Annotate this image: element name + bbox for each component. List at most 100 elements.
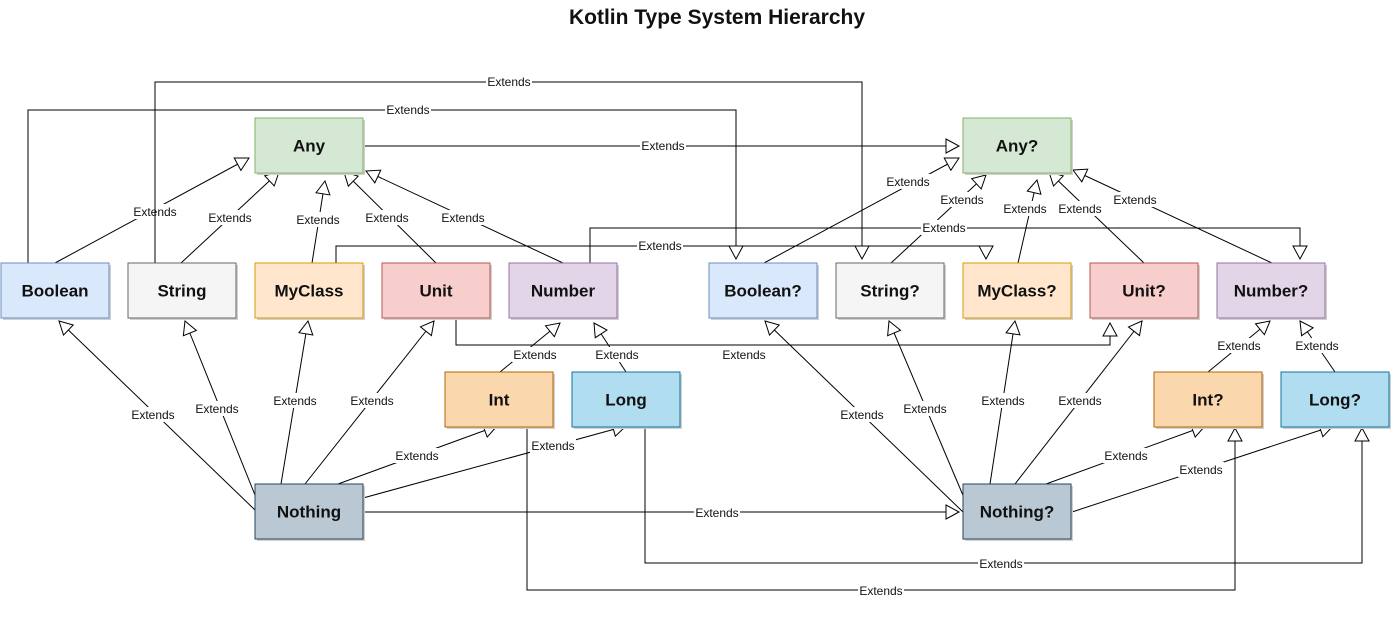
inheritance-arrowhead [1026, 178, 1042, 195]
type-node-long: Long [571, 371, 682, 429]
type-node-label: MyClass [275, 282, 344, 301]
type-node-label: Boolean? [724, 282, 801, 301]
type-node-label: Number [531, 282, 596, 301]
type-node-boolean: Boolean [0, 262, 111, 320]
inheritance-arrowhead [1102, 321, 1118, 337]
edge-nothing-extends-unit: Extends [304, 320, 435, 485]
edge-label: Extends [981, 394, 1024, 408]
type-node-label: String? [860, 282, 920, 301]
type-node-numberq: Number? [1216, 262, 1327, 320]
edge-line [1072, 169, 1273, 264]
type-node-label: Int [489, 391, 510, 410]
edge-nothing-extends-long: Extends [362, 422, 628, 499]
edge-label: Extends [886, 175, 929, 189]
type-node-myclass: MyClass [254, 262, 365, 320]
edge-label: Extends [695, 506, 738, 520]
edge-label: Extends [638, 239, 681, 253]
edge-nothing-extends-string: Extends [182, 320, 258, 501]
edge-intq-extends-numberq: Extends [1207, 320, 1271, 373]
type-node-nothingq: Nothing? [962, 483, 1073, 541]
inheritance-arrowhead [887, 320, 902, 337]
edge-label: Extends [1003, 202, 1046, 216]
inheritance-arrowhead [945, 138, 961, 154]
edge-myclassq-extends-anyq: Extends [1002, 178, 1048, 264]
inheritance-arrowhead [182, 320, 198, 337]
type-node-label: Any [293, 137, 326, 156]
edge-label: Extends [513, 348, 556, 362]
edge-number-extends-any: Extends [365, 169, 564, 264]
inheritance-arrowhead [728, 245, 744, 261]
inheritance-arrowhead [1127, 320, 1143, 337]
edge-stringq-extends-anyq: Extends [890, 174, 987, 264]
type-node-box [254, 262, 364, 319]
inheritance-arrowhead [593, 322, 608, 339]
type-node-intq: Int? [1153, 371, 1264, 429]
type-node-box [571, 371, 681, 428]
edge-unit-extends-unitq: Extends [455, 318, 1118, 362]
edge-booleanq-extends-anyq: Extends [763, 157, 960, 264]
edge-nothingq-extends-stringq: Extends [887, 320, 966, 501]
edge-number-extends-numberq: Extends [589, 220, 1308, 263]
inheritance-arrowhead [943, 157, 960, 172]
type-node-myclassq: MyClass? [962, 262, 1073, 320]
type-node-anyq: Any? [962, 117, 1073, 175]
type-node-label: Unit [419, 282, 452, 301]
type-node-stringq: String? [835, 262, 946, 320]
type-node-box [1280, 371, 1390, 428]
type-node-box [381, 262, 491, 319]
diagram-title: Kotlin Type System Hierarchy [568, 6, 866, 29]
inheritance-arrowhead [1254, 320, 1271, 336]
edge-label: Extends [840, 408, 883, 422]
edge-boolean-extends-booleanq: Extends [27, 102, 744, 263]
inheritance-arrowhead [970, 174, 987, 190]
inheritance-arrowhead [315, 179, 331, 196]
edge-myclass-extends-any: Extends [295, 179, 341, 264]
type-node-int: Int [444, 371, 555, 429]
type-node-box [835, 262, 945, 319]
edge-label: Extends [365, 211, 408, 225]
type-node-box [254, 117, 364, 174]
edge-label: Extends [1058, 202, 1101, 216]
type-node-box [962, 117, 1072, 174]
edge-label: Extends [979, 557, 1022, 571]
edge-nothing-extends-boolean: Extends [58, 320, 256, 511]
inheritance-arrowhead [298, 319, 314, 336]
edge-string-extends-stringq: Extends [154, 74, 870, 263]
type-node-box [1153, 371, 1263, 428]
type-node-label: MyClass? [977, 282, 1056, 301]
type-node-any: Any [254, 117, 365, 175]
edge-label: Extends [940, 193, 983, 207]
edge-label: Extends [722, 348, 765, 362]
edge-label: Extends [208, 211, 251, 225]
inheritance-arrowhead [419, 320, 435, 337]
type-node-label: Nothing [277, 503, 341, 522]
inheritance-arrowhead [544, 322, 561, 338]
edge-label: Extends [922, 221, 965, 235]
type-node-label: Long? [1309, 391, 1361, 410]
edge-nothingq-extends-booleanq: Extends [764, 320, 964, 513]
edge-label: Extends [487, 75, 530, 89]
edge-unitq-extends-anyq: Extends [1048, 171, 1145, 264]
type-node-unitq: Unit? [1089, 262, 1200, 320]
edge-label: Extends [273, 394, 316, 408]
edge-label: Extends [641, 139, 684, 153]
edge-label: Extends [1104, 449, 1147, 463]
edge-line [27, 109, 737, 263]
type-node-box [962, 262, 1072, 319]
edge-line [1048, 171, 1145, 264]
edge-long-extends-number: Extends [593, 322, 640, 373]
type-node-box [1089, 262, 1199, 319]
edge-nothingq-extends-unitq: Extends [1014, 320, 1143, 485]
type-node-box [127, 262, 237, 319]
type-node-box [962, 483, 1072, 540]
type-node-label: Any? [996, 137, 1039, 156]
inheritance-arrowhead [1005, 319, 1021, 336]
edge-label: Extends [296, 213, 339, 227]
type-node-label: Long [605, 391, 647, 410]
edge-label: Extends [1217, 339, 1260, 353]
edge-label: Extends [350, 394, 393, 408]
edge-nothing-extends-myclass: Extends [272, 319, 318, 485]
inheritance-arrowhead [945, 504, 961, 520]
edge-label: Extends [395, 449, 438, 463]
